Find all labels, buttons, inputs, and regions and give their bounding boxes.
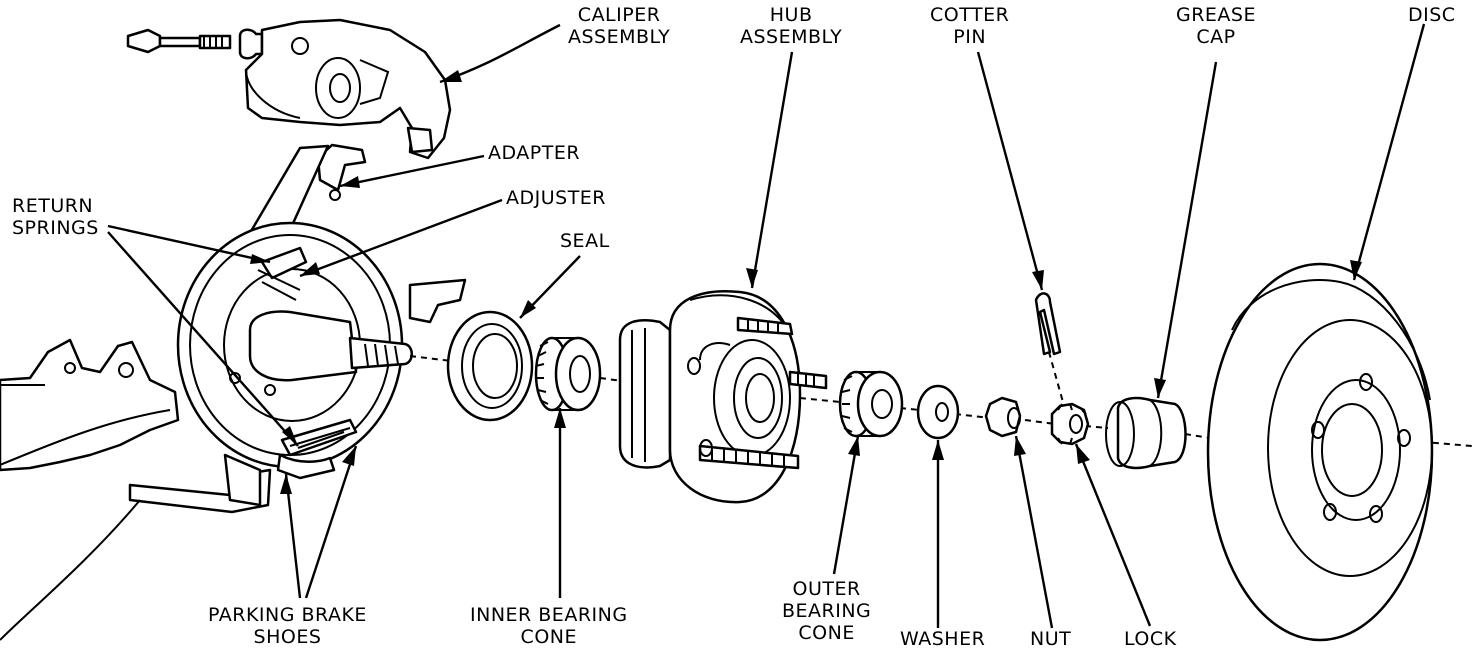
label-washer: WASHER xyxy=(900,628,986,650)
label-adapter: ADAPTER xyxy=(488,142,581,164)
washer xyxy=(916,384,960,440)
label-nut: NUT xyxy=(1030,628,1072,650)
grease-cap xyxy=(1105,396,1187,470)
seal xyxy=(446,310,534,422)
nut xyxy=(984,396,1022,438)
label-adjuster: ADJUSTER xyxy=(506,187,607,209)
label-seal: SEAL xyxy=(560,230,610,252)
disc xyxy=(1206,262,1434,642)
inner-bearing-cone xyxy=(534,336,602,412)
outer-bearing-cone xyxy=(838,370,904,438)
cotter-pin xyxy=(1034,292,1062,356)
backing-plate xyxy=(176,143,467,507)
lock xyxy=(1050,402,1090,446)
caliper-assembly xyxy=(126,18,452,160)
hub-assembly xyxy=(618,290,828,504)
label-lock: LOCK xyxy=(1124,628,1177,650)
label-disc: DISC xyxy=(1408,4,1456,26)
leader-lines xyxy=(107,23,1426,629)
